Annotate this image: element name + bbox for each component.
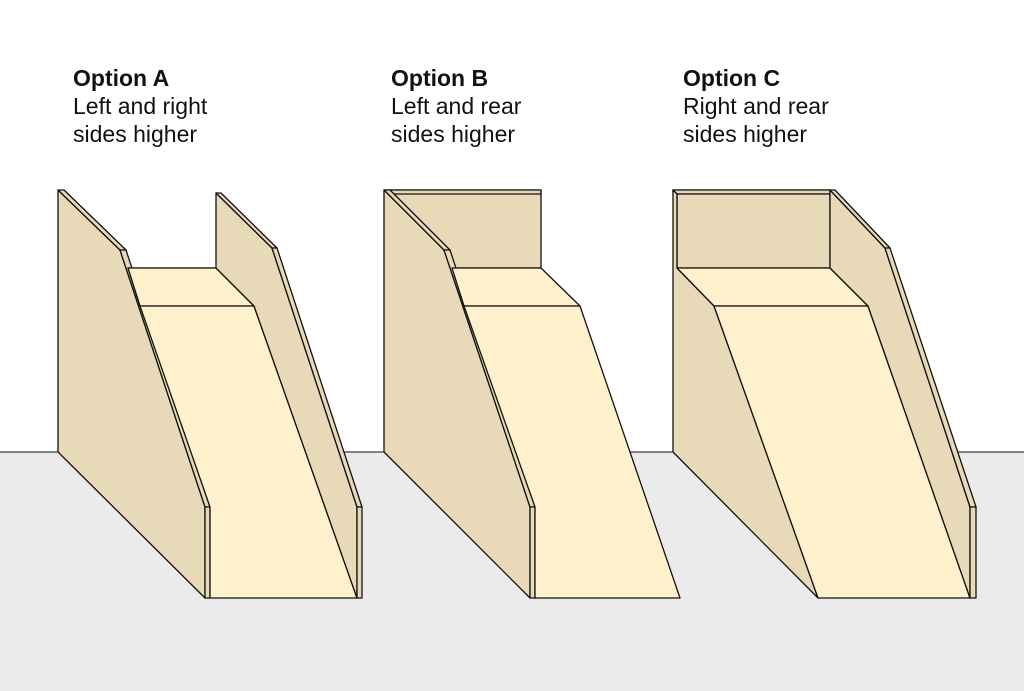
- option-c-desc-line2: sides higher: [683, 121, 807, 147]
- option-b-left-panel-post: [529, 506, 536, 599]
- option-c-desc-line1: Right and rear: [683, 93, 829, 119]
- option-a-model: [57, 189, 363, 599]
- option-c-rear-wall-inner: [676, 193, 831, 269]
- option-b-rear-wall-top: [383, 189, 542, 195]
- option-c-model: [672, 189, 977, 599]
- option-a-right-panel-post: [356, 506, 363, 599]
- option-a-desc-line2: sides higher: [73, 121, 197, 147]
- option-c-title: Option C: [683, 65, 780, 91]
- option-b-desc-line1: Left and rear: [391, 93, 522, 119]
- option-a-left-panel-post: [204, 506, 211, 599]
- option-a-ramp: [139, 305, 358, 599]
- option-b-top-platform: [451, 267, 581, 307]
- option-b-desc-line2: sides higher: [391, 121, 515, 147]
- option-b-title: Option B: [391, 65, 488, 91]
- option-b-ramp: [463, 305, 681, 599]
- option-a-desc-line1: Left and right: [73, 93, 208, 119]
- option-b-model: [383, 189, 681, 599]
- option-a-title: Option A: [73, 65, 169, 91]
- option-c-right-panel-post: [969, 506, 977, 599]
